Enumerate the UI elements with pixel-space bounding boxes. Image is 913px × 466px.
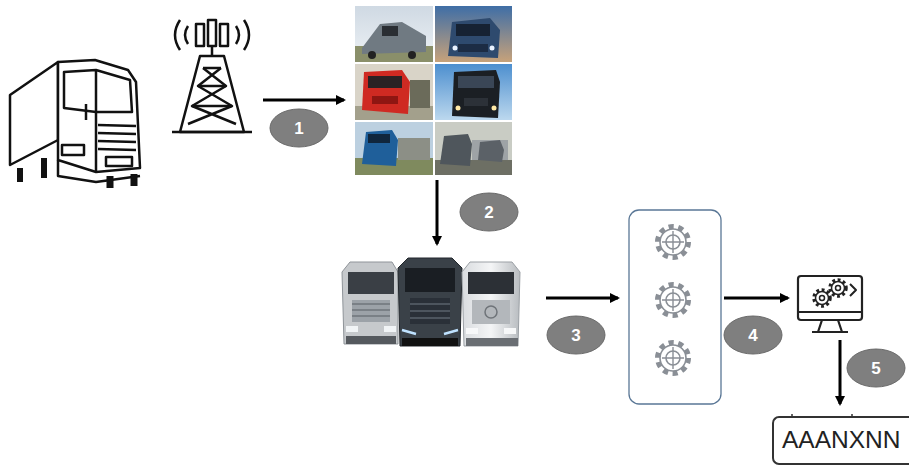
model-panel <box>629 210 721 404</box>
callout-number: 5 <box>871 360 880 377</box>
license-plate: AAANXNN <box>772 416 909 465</box>
gear-icon <box>658 285 688 315</box>
plate-text: AAANXNN <box>782 428 901 453</box>
gear-icon <box>658 343 688 373</box>
gear-icon <box>658 227 688 257</box>
photo-collage <box>355 6 512 175</box>
flow-arrow <box>263 100 840 404</box>
callout-number: 2 <box>484 204 493 221</box>
callout-number: 4 <box>748 327 757 344</box>
truck-icon <box>10 60 140 188</box>
antenna-tower <box>172 20 252 132</box>
callout-number: 1 <box>294 120 303 137</box>
callout-number: 3 <box>571 327 580 344</box>
computer-icon <box>798 276 862 332</box>
truck-models <box>342 258 520 346</box>
callout-badge <box>270 109 905 387</box>
